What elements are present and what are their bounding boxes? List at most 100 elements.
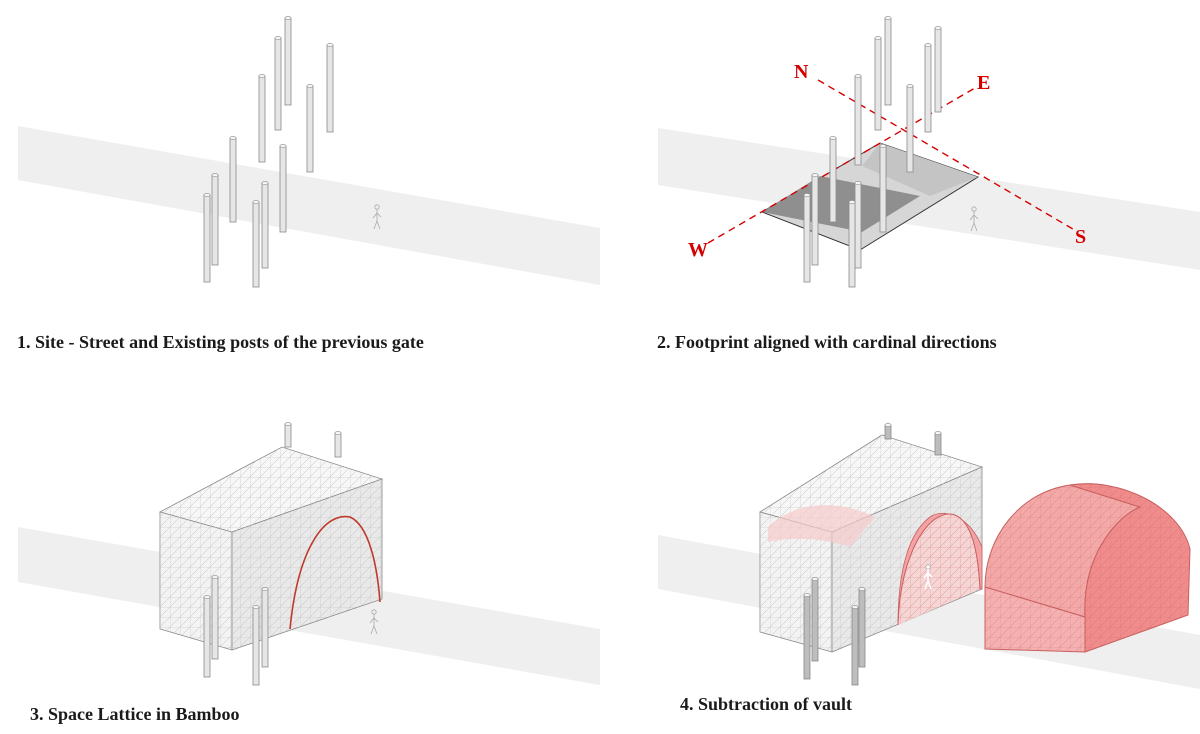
bamboo-post-cap (874, 36, 882, 40)
bamboo-post (203, 194, 211, 283)
bamboo-post (274, 37, 282, 131)
bamboo-post-cap (203, 595, 211, 599)
bamboo-post (229, 137, 237, 223)
bamboo-post (261, 588, 269, 668)
existing-posts (203, 422, 342, 686)
step-caption-2: 2. Footprint aligned with cardinal direc… (657, 332, 997, 353)
bamboo-post (884, 17, 892, 106)
street (18, 126, 600, 285)
bamboo-post (326, 44, 334, 133)
site-diagram (18, 16, 600, 288)
step-caption-1: 1. Site - Street and Existing posts of t… (17, 332, 424, 353)
panel-lattice: 3. Space Lattice in Bamboo (0, 367, 600, 734)
bamboo-post (884, 424, 892, 440)
step-number: 2. (657, 332, 671, 352)
bamboo-post-cap (211, 173, 219, 177)
subtraction-diagram (658, 423, 1200, 689)
bamboo-post (252, 606, 260, 686)
bamboo-post (803, 594, 811, 680)
bamboo-post (211, 174, 219, 266)
bamboo-post (811, 174, 819, 266)
bamboo-post-cap (261, 181, 269, 185)
bamboo-post-cap (829, 136, 837, 140)
bamboo-post-cap (326, 43, 334, 47)
step-text: Footprint aligned with cardinal directio… (675, 332, 997, 352)
compass-south: S (1075, 226, 1086, 248)
panel-subtraction: 4. Subtraction of vault (600, 367, 1200, 734)
compass-west: W (688, 239, 708, 261)
vault-arch-outline (289, 515, 381, 630)
bamboo-post (284, 17, 292, 106)
bamboo-post-cap (252, 605, 260, 609)
bamboo-post (203, 596, 211, 678)
bamboo-post-cap (858, 587, 866, 591)
bamboo-post-cap (261, 587, 269, 591)
step-number: 1. (17, 332, 31, 352)
bamboo-post (829, 137, 837, 223)
step-caption-4: 4. Subtraction of vault (680, 694, 852, 715)
existing-posts (803, 423, 942, 686)
compass-east: E (977, 72, 990, 94)
step-caption-3: 3. Space Lattice in Bamboo (30, 704, 240, 725)
bamboo-post (874, 37, 882, 131)
step-text: Site - Street and Existing posts of the … (35, 332, 424, 352)
panel-site: 1. Site - Street and Existing posts of t… (0, 0, 600, 367)
bamboo-post (279, 145, 287, 233)
bamboo-post-cap (229, 136, 237, 140)
bamboo-post (934, 27, 942, 113)
bamboo-post (858, 588, 866, 668)
bamboo-post-cap (924, 43, 932, 47)
step-text: Space Lattice in Bamboo (48, 704, 240, 724)
bamboo-post-cap (884, 423, 892, 427)
bamboo-post-cap (848, 200, 856, 204)
bamboo-post (284, 423, 292, 448)
bamboo-post (879, 145, 887, 233)
panel-footprint: N E S W 2. Footprint aligned with cardin… (600, 0, 1200, 367)
bamboo-post-cap (252, 200, 260, 204)
bamboo-post-cap (803, 193, 811, 197)
bamboo-post-cap (284, 16, 292, 20)
bamboo-post-cap (211, 575, 219, 579)
bamboo-post (803, 194, 811, 283)
bamboo-post (306, 85, 314, 173)
step-number: 4. (680, 694, 694, 714)
bamboo-post (906, 85, 914, 173)
bamboo-post (851, 606, 859, 686)
pedestrian-figure (372, 204, 382, 230)
bamboo-post-cap (854, 181, 862, 185)
bamboo-post (854, 182, 862, 269)
bamboo-post-cap (274, 36, 282, 40)
lattice-diagram (18, 422, 600, 686)
bamboo-post (924, 44, 932, 133)
pedestrian-figure (369, 609, 379, 635)
bamboo-post-cap (803, 593, 811, 597)
bamboo-post-cap (934, 431, 942, 435)
footprint-diagram: N E S W (658, 16, 1200, 288)
existing-posts (803, 16, 942, 288)
bamboo-post-cap (811, 577, 819, 581)
compass-north: N (794, 61, 809, 83)
step-number: 3. (30, 704, 44, 724)
step-text: Subtraction of vault (698, 694, 853, 714)
bamboo-post-cap (934, 26, 942, 30)
bamboo-post-cap (284, 422, 292, 426)
bamboo-post (211, 576, 219, 660)
bamboo-post-cap (906, 84, 914, 88)
bamboo-post-cap (884, 16, 892, 20)
bamboo-post-cap (851, 605, 859, 609)
bamboo-post (934, 432, 942, 456)
bamboo-post-cap (879, 144, 887, 148)
existing-posts (203, 16, 334, 288)
pedestrian-figure (969, 206, 979, 232)
bamboo-post (854, 75, 862, 166)
bamboo-post-cap (306, 84, 314, 88)
pedestrian-figure (923, 564, 933, 590)
bamboo-post (261, 182, 269, 269)
bamboo-post (258, 75, 266, 163)
bamboo-post-cap (334, 431, 342, 435)
bamboo-post-cap (258, 74, 266, 78)
bamboo-post-cap (811, 173, 819, 177)
bamboo-post (334, 432, 342, 458)
bamboo-post (252, 201, 260, 288)
bamboo-post-cap (279, 144, 287, 148)
